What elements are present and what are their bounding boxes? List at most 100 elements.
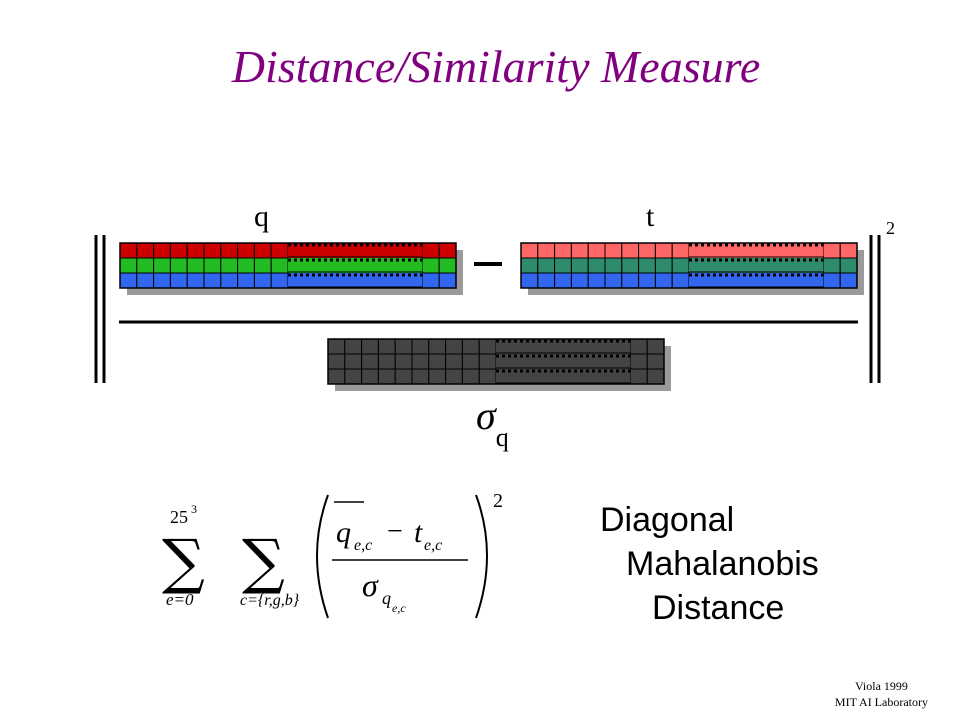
sigma-histogram-cell bbox=[629, 368, 648, 385]
denominator-sub-q: q bbox=[382, 588, 391, 608]
numerator-q: q bbox=[336, 516, 351, 549]
t-histogram-cell bbox=[520, 257, 539, 274]
q-histogram-cell bbox=[220, 242, 239, 259]
q-histogram-cell bbox=[220, 257, 239, 274]
q-histogram-cell bbox=[253, 272, 272, 289]
sigma-histogram-cell bbox=[327, 368, 346, 385]
q-histogram-cell bbox=[438, 242, 457, 259]
q-histogram-cell bbox=[253, 257, 272, 274]
numerator-minus: − bbox=[387, 516, 403, 547]
sigma-histogram-gap-fill bbox=[496, 369, 631, 384]
t-histogram-cell bbox=[839, 242, 858, 259]
t-histogram-cell bbox=[520, 242, 539, 259]
t-histogram-cell bbox=[554, 257, 572, 274]
q-histogram-cell bbox=[253, 242, 272, 259]
right-paren bbox=[475, 494, 488, 619]
q-histogram-gap-fill bbox=[288, 243, 423, 258]
q-histogram-cell bbox=[136, 272, 155, 289]
description-line-3: Distance bbox=[652, 589, 785, 627]
outer-exponent: 2 bbox=[493, 490, 503, 512]
description-line-1: Diagonal bbox=[600, 501, 735, 539]
sigma-histogram-cell bbox=[411, 368, 430, 385]
denominator-sigma: σ bbox=[362, 567, 379, 603]
q-histogram-cell bbox=[186, 257, 205, 274]
q-histogram-cell bbox=[270, 242, 289, 259]
t-histogram-cell bbox=[537, 257, 556, 274]
sigma-histogram-cell bbox=[646, 368, 665, 385]
sigma-histogram-cell bbox=[646, 353, 665, 370]
sigma-histogram-cell bbox=[394, 368, 413, 385]
t-histogram-cell bbox=[587, 242, 606, 259]
sigma-histogram-cell bbox=[394, 338, 413, 355]
label-q: q bbox=[254, 200, 269, 233]
q-histogram-outline bbox=[119, 242, 457, 289]
t-histogram-cell bbox=[822, 257, 841, 274]
footer-author: Viola 1999 bbox=[854, 679, 908, 693]
sum-sign-e: ∑ bbox=[162, 527, 205, 597]
q-histogram-gap-fill bbox=[288, 273, 423, 288]
t-histogram-cell bbox=[839, 272, 858, 289]
sigma-histogram-cell bbox=[361, 353, 379, 370]
label-t: t bbox=[646, 200, 655, 233]
sigma-histogram-cell bbox=[478, 338, 497, 355]
sum-sign-c: ∑ bbox=[242, 527, 285, 597]
sum-upper-limit-exp: 3 bbox=[191, 502, 197, 516]
t-histogram-cell bbox=[822, 242, 841, 259]
q-histogram-cell bbox=[153, 257, 171, 274]
sigma-histogram-cell bbox=[377, 338, 396, 355]
t-histogram-cell bbox=[654, 257, 673, 274]
sigma-histogram-cell bbox=[646, 338, 665, 355]
sigma-histogram-cell bbox=[327, 353, 346, 370]
sigma-histogram-gap-fill bbox=[496, 339, 631, 354]
q-histogram-cell bbox=[153, 272, 171, 289]
sigma-histogram-cell bbox=[629, 338, 648, 355]
description-line-2: Mahalanobis bbox=[626, 545, 819, 583]
footer-lab: MIT AI Laboratory bbox=[834, 695, 928, 709]
minus-sign bbox=[474, 262, 502, 266]
sigma-histogram-cell bbox=[478, 368, 497, 385]
sigma-histogram-gap-fill bbox=[496, 354, 631, 369]
t-histogram-cell bbox=[554, 242, 572, 259]
q-histogram-cell bbox=[136, 242, 155, 259]
mahalanobis-formula: 25 3 ∑ e=0 ∑ c={r,g,b} 2 q e,c − t e,c σ… bbox=[162, 490, 503, 619]
sigma-histogram-cell bbox=[445, 368, 463, 385]
q-histogram-cell bbox=[237, 257, 255, 274]
t-histogram-cell bbox=[621, 272, 640, 289]
sigma-subscript: q bbox=[495, 423, 509, 452]
t-histogram-cell bbox=[621, 257, 640, 274]
q-histogram-cell bbox=[203, 242, 222, 259]
sigma-q-label: σq bbox=[476, 392, 509, 452]
q-histogram-cell bbox=[237, 242, 255, 259]
t-histogram-cell bbox=[638, 272, 656, 289]
q-histogram-cell bbox=[186, 242, 205, 259]
q-histogram-cell bbox=[220, 272, 239, 289]
sigma-histogram-cell bbox=[411, 338, 430, 355]
t-histogram-cell bbox=[570, 272, 589, 289]
q-histogram-cell bbox=[270, 272, 289, 289]
q-histogram-cell bbox=[119, 272, 138, 289]
numerator-q-sub: e,c bbox=[354, 537, 372, 554]
t-histogram-cell bbox=[839, 257, 858, 274]
q-histogram-cell bbox=[270, 257, 289, 274]
sigma-histogram-cell bbox=[445, 353, 463, 370]
t-histogram-cell bbox=[520, 272, 539, 289]
q-histogram-cell bbox=[421, 257, 440, 274]
sigma-histogram-cell bbox=[461, 368, 480, 385]
sum-upper-limit-base: 25 bbox=[170, 507, 188, 527]
q-histogram-cell bbox=[421, 272, 440, 289]
description: Diagonal Mahalanobis Distance bbox=[600, 498, 819, 630]
t-histogram-cell bbox=[604, 272, 623, 289]
t-histogram-cell bbox=[537, 242, 556, 259]
t-histogram-cell bbox=[671, 272, 690, 289]
q-histogram-cell bbox=[153, 242, 171, 259]
t-histogram-cell bbox=[570, 242, 589, 259]
sum-lower-limit-e: e=0 bbox=[166, 590, 194, 609]
slide-title: Distance/Similarity Measure bbox=[231, 41, 761, 92]
t-histogram-cell bbox=[604, 257, 623, 274]
sigma-histogram-cell bbox=[377, 353, 396, 370]
sigma-histogram-cell bbox=[361, 368, 379, 385]
denominator-sub-ec: e,c bbox=[392, 601, 406, 615]
sigma-histogram-outline bbox=[327, 338, 665, 385]
t-histogram-cell bbox=[537, 272, 556, 289]
sum-lower-limit-c: c={r,g,b} bbox=[240, 592, 300, 609]
